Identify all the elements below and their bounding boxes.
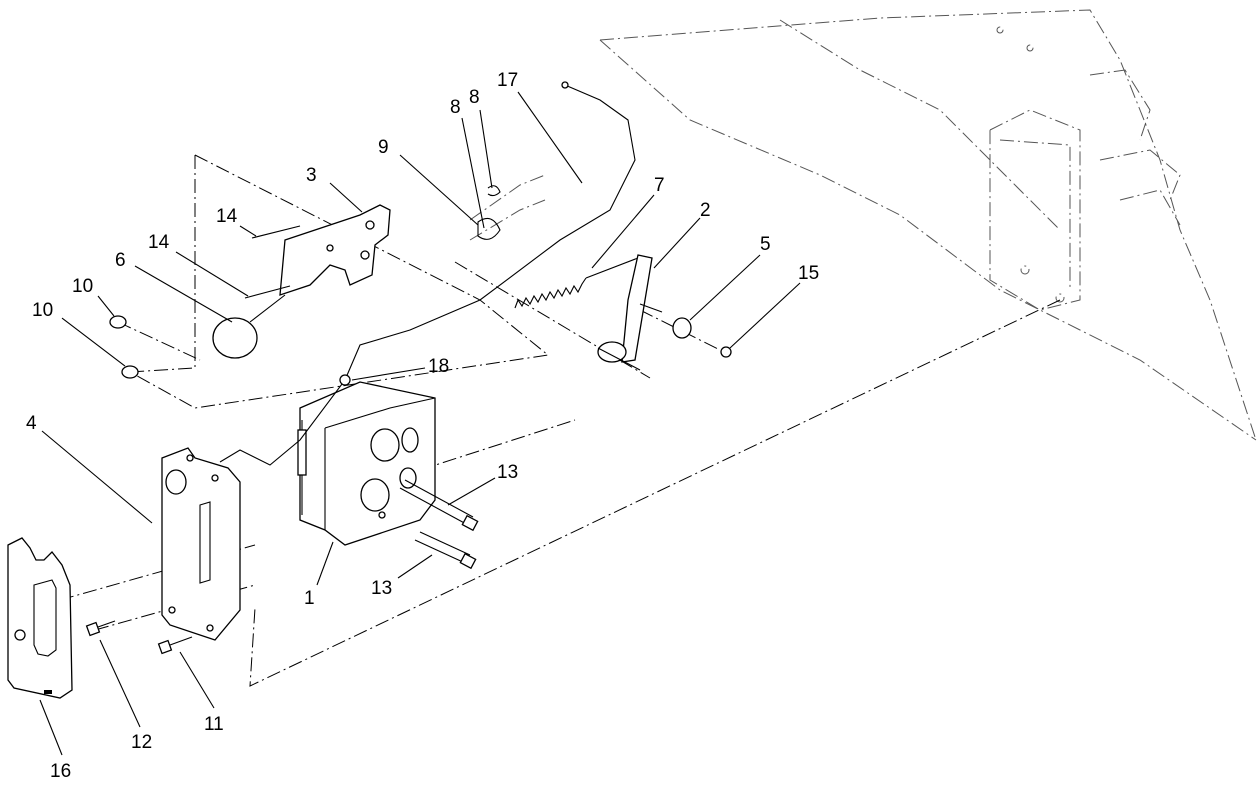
part-8-9-clips <box>469 174 546 241</box>
part-2-pedal-arm <box>597 254 663 371</box>
callout-16: 16 <box>50 761 71 782</box>
part-12-screw <box>85 620 116 637</box>
part-7-spring <box>514 257 639 309</box>
callout-4: 4 <box>26 413 37 434</box>
part-10-nuts <box>109 315 139 379</box>
part-15-nut <box>720 346 732 358</box>
machine-frame-phantom <box>599 9 1257 441</box>
callout-17: 17 <box>497 70 518 91</box>
callout-11: 11 <box>204 714 224 735</box>
part-5-spacer <box>672 317 692 339</box>
part-11-screw <box>157 636 193 655</box>
callout-15: 15 <box>798 263 819 284</box>
part-3-shift-lever <box>279 204 391 296</box>
callout-6: 6 <box>115 250 126 271</box>
callout-5: 5 <box>760 234 771 255</box>
part-13-bolts <box>399 479 479 570</box>
callout-1: 1 <box>304 588 315 609</box>
callout-14: 14 <box>216 206 238 227</box>
callout-8: 8 <box>469 87 480 108</box>
callout-18: 18 <box>428 356 449 377</box>
callout-12: 12 <box>131 732 152 753</box>
callout-13: 13 <box>497 462 518 483</box>
callout-2: 2 <box>700 200 711 221</box>
callout-13: 13 <box>371 578 392 599</box>
callout-10: 10 <box>32 300 53 321</box>
leader-lines <box>39 91 801 756</box>
part-4-shift-plate <box>161 447 241 641</box>
part-17-cable <box>219 81 636 466</box>
callout-10: 10 <box>72 276 93 297</box>
callout-3: 3 <box>306 165 317 186</box>
callout-8: 8 <box>450 97 461 118</box>
part-18-clip <box>339 374 351 386</box>
callouts: 3 14 14 6 10 10 9 8 8 17 7 2 5 15 18 4 1… <box>26 70 819 782</box>
part-1-control-bracket <box>297 381 436 546</box>
part-6-knob <box>212 294 286 359</box>
part-16-cover-plate <box>7 537 73 699</box>
callout-9: 9 <box>378 137 389 158</box>
callout-14: 14 <box>148 232 170 253</box>
callout-7: 7 <box>654 175 665 196</box>
part-14-pins <box>244 225 301 299</box>
